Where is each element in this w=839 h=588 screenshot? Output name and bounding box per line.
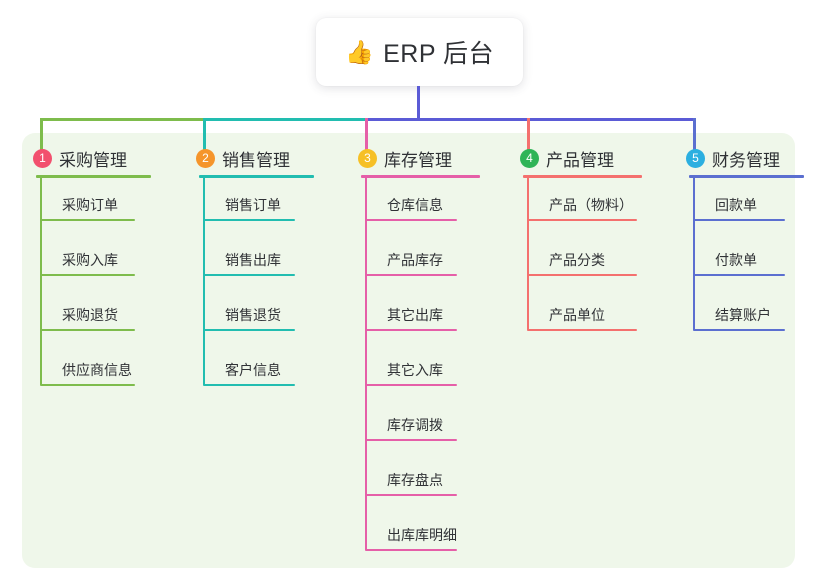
leaf-label: 仓库信息 <box>387 197 443 213</box>
leaf-rule <box>40 384 135 386</box>
leaf-label: 结算账户 <box>715 307 771 323</box>
column-title-2: 销售管理 <box>222 150 290 170</box>
column-trunk-4 <box>527 177 529 330</box>
column-header-5[interactable]: 5 财务管理 <box>686 143 780 173</box>
column-title-4: 产品管理 <box>546 150 614 170</box>
column-header-rule-4 <box>523 175 642 178</box>
leaf-rule <box>527 274 637 276</box>
root-title-text: ERP 后台 <box>383 40 495 68</box>
column-header-4[interactable]: 4 产品管理 <box>520 143 614 173</box>
column-header-2[interactable]: 2 销售管理 <box>196 143 290 173</box>
leaf-label: 采购退货 <box>62 307 118 323</box>
leaf-rule <box>693 274 785 276</box>
leaf-label: 产品库存 <box>387 252 443 268</box>
bus-segment-1 <box>40 118 206 121</box>
leaf-label: 销售订单 <box>225 197 281 213</box>
column-header-rule-1 <box>36 175 151 178</box>
leaf-rule <box>527 219 637 221</box>
column-stem-2 <box>203 118 206 152</box>
leaf-rule <box>365 274 457 276</box>
leaf-label: 销售出库 <box>225 252 281 268</box>
column-badge-1: 1 <box>33 148 52 168</box>
leaf-rule <box>693 219 785 221</box>
leaf-label: 采购订单 <box>62 197 118 213</box>
leaf-rule <box>365 384 457 386</box>
column-stem-5 <box>693 118 696 152</box>
bus-segment-3 <box>365 118 696 121</box>
leaf-label: 库存盘点 <box>387 472 443 488</box>
leaf-label: 付款单 <box>715 252 757 268</box>
leaf-rule <box>693 329 785 331</box>
leaf-rule <box>365 219 457 221</box>
leaf-label: 回款单 <box>715 197 757 213</box>
column-trunk-3 <box>365 177 367 550</box>
column-stem-3 <box>365 118 368 152</box>
leaf-label: 出库库明细 <box>387 527 457 543</box>
column-header-rule-5 <box>689 175 804 178</box>
leaf-label: 其它出库 <box>387 307 443 323</box>
column-title-3: 库存管理 <box>384 150 452 170</box>
root-title: 👍 ERP 后台 <box>345 34 494 70</box>
column-badge-3: 3 <box>358 148 377 168</box>
leaf-label: 其它入库 <box>387 362 443 378</box>
bus-segment-2 <box>203 118 368 121</box>
leaf-rule <box>203 219 295 221</box>
column-header-3[interactable]: 3 库存管理 <box>358 143 452 173</box>
leaf-label: 库存调拨 <box>387 417 443 433</box>
leaf-label: 供应商信息 <box>62 362 132 378</box>
column-5: 5 财务管理回款单付款单结算账户 <box>686 143 804 331</box>
column-2: 2 销售管理销售订单销售出库销售退货客户信息 <box>196 143 314 386</box>
column-header-rule-3 <box>361 175 480 178</box>
root-stem <box>417 86 420 121</box>
leaf-label: 产品单位 <box>549 307 605 323</box>
leaf-rule <box>203 384 295 386</box>
leaf-rule <box>203 274 295 276</box>
leaf-rule <box>365 494 457 496</box>
column-trunk-5 <box>693 177 695 330</box>
column-badge-5: 5 <box>686 148 705 168</box>
leaf-label: 产品（物料） <box>549 197 633 213</box>
column-title-1: 采购管理 <box>59 150 127 170</box>
leaf-rule <box>365 329 457 331</box>
leaf-label: 客户信息 <box>225 362 281 378</box>
leaf-rule <box>40 329 135 331</box>
leaf-rule <box>365 549 457 551</box>
column-1: 1 采购管理采购订单采购入库采购退货供应商信息 <box>33 143 151 386</box>
leaf-rule <box>527 329 637 331</box>
column-title-5: 财务管理 <box>712 150 780 170</box>
column-trunk-2 <box>203 177 205 385</box>
column-header-1[interactable]: 1 采购管理 <box>33 143 127 173</box>
leaf-rule <box>40 219 135 221</box>
thumbs-up-icon: 👍 <box>344 38 375 65</box>
leaf-rule <box>365 439 457 441</box>
column-header-rule-2 <box>199 175 314 178</box>
leaf-label: 产品分类 <box>549 252 605 268</box>
column-badge-4: 4 <box>520 148 539 168</box>
leaf-label: 采购入库 <box>62 252 118 268</box>
column-stem-4 <box>527 118 530 152</box>
leaf-rule <box>40 274 135 276</box>
column-trunk-1 <box>40 177 42 385</box>
column-badge-2: 2 <box>196 148 215 168</box>
root-node-card[interactable]: 👍 ERP 后台 <box>316 18 523 86</box>
column-stem-1 <box>40 118 43 152</box>
column-4: 4 产品管理产品（物料） 产品分类产品单位 <box>520 143 642 331</box>
column-3: 3 库存管理仓库信息产品库存其它出库其它入库库存调拨库存盘点出库库明细 <box>358 143 480 551</box>
leaf-rule <box>203 329 295 331</box>
leaf-label: 销售退货 <box>225 307 281 323</box>
